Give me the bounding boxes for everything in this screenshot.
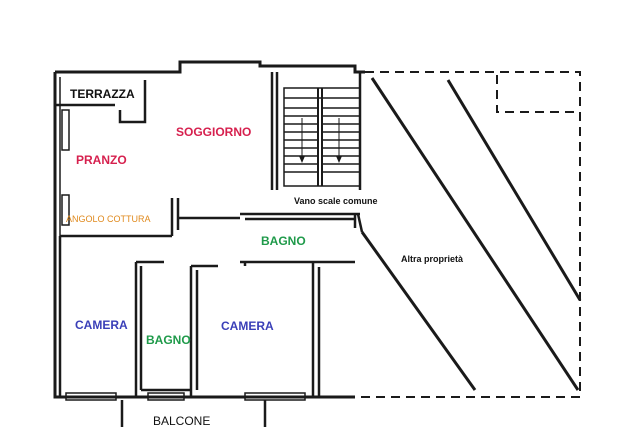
room-label-camera-left: CAMERA [75, 318, 128, 332]
room-label-bagno-bottom: BAGNO [146, 333, 191, 347]
room-label-balcone: BALCONE [153, 414, 210, 427]
staircase [283, 72, 362, 190]
room-label-soggiorno: SOGGIORNO [176, 125, 251, 139]
interior-walls [58, 72, 364, 397]
balcony-walls [120, 400, 267, 427]
hatch-lines [360, 77, 582, 391]
room-label-altra-proprieta: Altra proprietà [401, 254, 464, 264]
dashed-boundary [355, 71, 581, 398]
terrace-walls [55, 80, 147, 124]
room-label-terrazza: TERRAZZA [70, 87, 135, 101]
room-label-camera-right: CAMERA [221, 319, 274, 333]
window-markers [61, 109, 306, 401]
room-label-bagno-top: BAGNO [261, 234, 306, 248]
room-label-angolo-cottura: ANGOLO COTTURA [66, 214, 151, 224]
room-label-vano-scale: Vano scale comune [294, 196, 378, 206]
room-label-pranzo: PRANZO [76, 153, 127, 167]
